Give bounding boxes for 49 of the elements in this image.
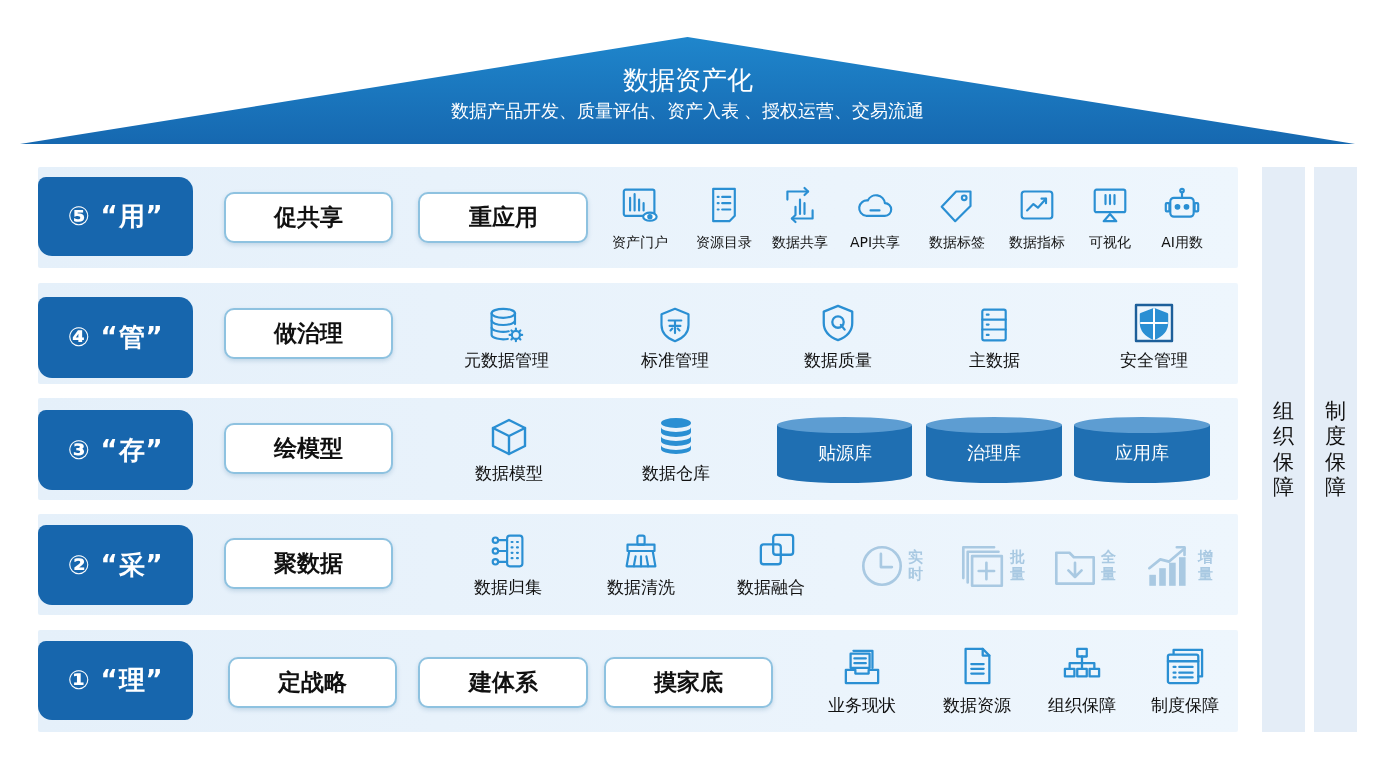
icon-caption: 数据标签 [929, 234, 985, 252]
vertical-bar: 制度保障 [1314, 167, 1357, 732]
band [38, 167, 1238, 268]
rounded-box: 做治理 [224, 308, 393, 359]
icon-caption: 元数据管理 [463, 348, 549, 372]
band [38, 630, 1238, 732]
rounded-box: 建体系 [418, 657, 588, 708]
rounded-box: 促共享 [224, 192, 393, 243]
rounded-box: 定战略 [228, 657, 397, 708]
icon-caption: 数据指标 [1009, 234, 1065, 252]
icon-caption: 可视化 [1089, 234, 1131, 252]
vertical-caption: 实时 [907, 548, 923, 584]
level-tab: ④ “管” [38, 297, 193, 378]
vertical-bar: 组织保障 [1262, 167, 1305, 732]
icon-caption: 数据清洗 [607, 575, 675, 599]
icon-caption: 主数据 [968, 348, 1020, 372]
band [38, 283, 1238, 384]
level-tab: ⑤ “用” [38, 177, 193, 256]
icon-caption: 业务现状 [828, 693, 896, 717]
vertical-caption: 增量 [1197, 548, 1213, 584]
icon-caption: AI用数 [1161, 234, 1203, 252]
icon-caption: API共享 [849, 234, 901, 252]
icon-caption: 数据仓库 [642, 461, 710, 485]
band [38, 398, 1238, 500]
icon-caption: 数据模型 [475, 461, 543, 485]
rounded-box: 摸家底 [604, 657, 773, 708]
icon-caption: 标准管理 [641, 348, 709, 372]
rounded-box: 绘模型 [224, 423, 393, 474]
icon-caption: 数据质量 [804, 348, 872, 372]
icon-caption: 制度保障 [1151, 693, 1219, 717]
icon-caption: 资源目录 [696, 234, 752, 252]
roof-subtitle: 数据产品开发、质量评估、资产入表 、授权运营、交易流通 [450, 99, 925, 123]
icon-caption: 数据资源 [943, 693, 1011, 717]
icon-caption: 组织保障 [1048, 693, 1116, 717]
roof-shape [20, 37, 1355, 144]
rounded-box: 重应用 [418, 192, 588, 243]
icon-caption: 资产门户 [612, 234, 668, 252]
vertical-caption: 批量 [1009, 548, 1025, 584]
rounded-box: 聚数据 [224, 538, 393, 589]
level-tab: ③ “存” [38, 410, 193, 490]
level-tab: ② “采” [38, 525, 193, 605]
icon-caption: 数据融合 [737, 575, 805, 599]
level-tab: ① “理” [38, 641, 193, 720]
band [38, 514, 1238, 615]
vertical-caption: 全量 [1100, 548, 1116, 584]
icon-caption: 数据共享 [772, 234, 828, 252]
roof-title: 数据资产化 [622, 64, 753, 97]
icon-caption: 数据归集 [474, 575, 542, 599]
icon-caption: 安全管理 [1120, 348, 1188, 372]
